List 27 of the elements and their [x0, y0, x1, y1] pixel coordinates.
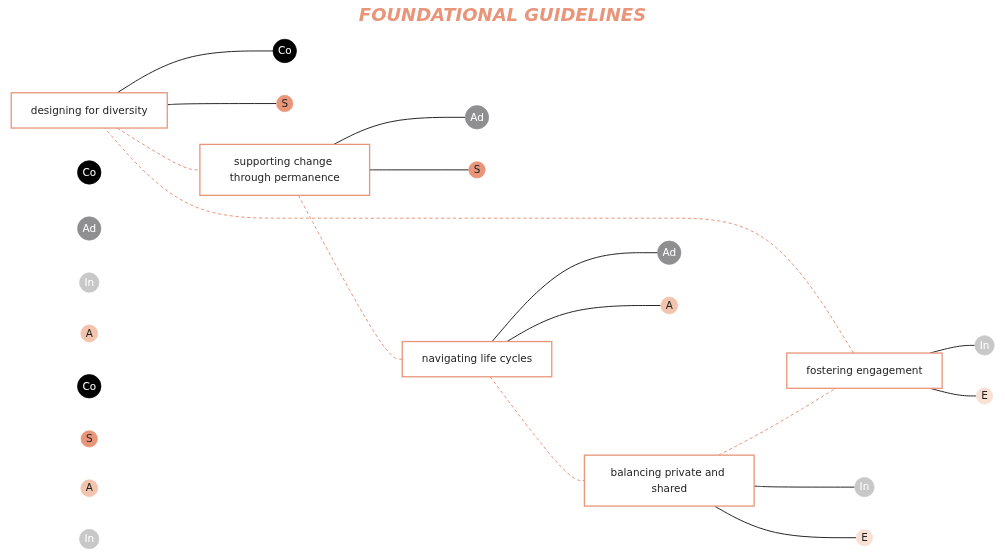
connector: [166, 103, 277, 106]
node-circle: Ad: [76, 216, 101, 241]
node-box: supporting change through permanence: [198, 143, 370, 196]
node-circle: S: [468, 161, 486, 179]
node-circle: E: [975, 387, 993, 405]
node-circle: Ad: [656, 240, 681, 265]
node-circle: E: [855, 529, 873, 547]
node-circle: Co: [76, 160, 102, 185]
node-circle: A: [660, 296, 678, 315]
node-circle: Co: [76, 374, 102, 399]
node-box: designing for diversity: [10, 92, 168, 129]
node-circle: Ad: [464, 105, 489, 130]
connector: [333, 116, 466, 145]
node-circle: Co: [272, 38, 297, 64]
connector: [506, 305, 661, 343]
node-circle: S: [275, 95, 293, 113]
connector: [717, 387, 836, 456]
node-box: balancing private and shared: [583, 454, 755, 507]
connector: [116, 50, 274, 94]
node-box: navigating life cycles: [401, 340, 553, 378]
node-circle: A: [80, 324, 98, 343]
node-circle: A: [80, 479, 98, 497]
connector: [491, 252, 658, 343]
connector: [753, 485, 855, 488]
heading-text: FOUNDATIONAL GUIDELINES: [358, 4, 647, 25]
node-circle: S: [80, 430, 98, 448]
node-box: fostering engagement: [785, 352, 943, 389]
